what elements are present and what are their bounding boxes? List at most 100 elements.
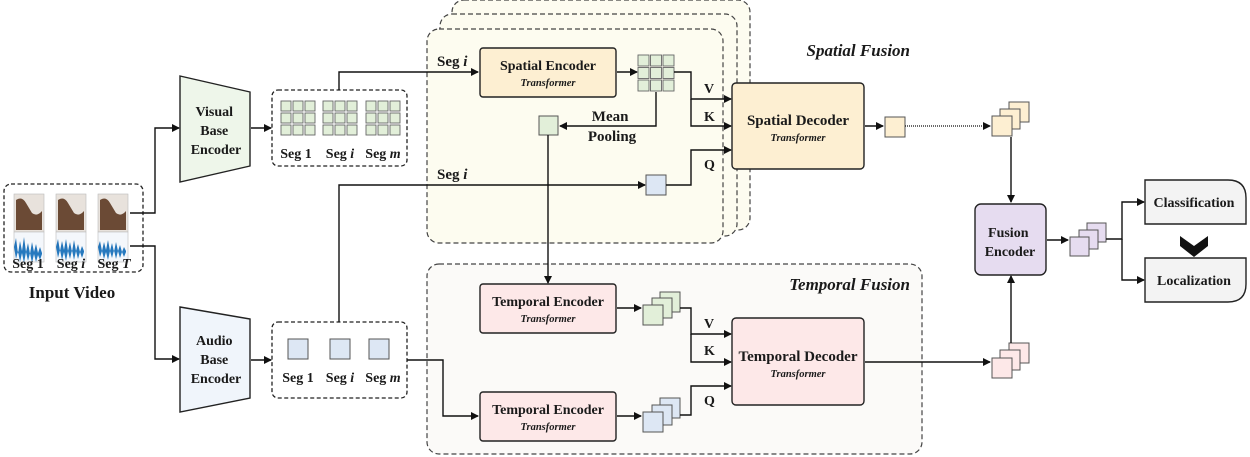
- visual-feature-grids: [280, 100, 401, 136]
- audio-base-encoder: [179, 306, 251, 413]
- patch-cell: [346, 124, 358, 136]
- audio-feature: [329, 338, 351, 360]
- input-seg-label: Seg T: [97, 257, 132, 272]
- input-video-title: Input Video: [29, 283, 115, 302]
- temporal-audio-feature-stack: [642, 397, 681, 433]
- spatial-output-feature: [884, 116, 906, 138]
- temporal-q-label: Q: [704, 394, 715, 409]
- patch-cell: [334, 124, 346, 136]
- temporal-encoder-audio-title: Temporal Encoder: [492, 403, 604, 418]
- patch-cell: [334, 112, 346, 124]
- video-thumbnail: [97, 193, 129, 263]
- patch-cell: [377, 112, 389, 124]
- patch-cell: [650, 54, 662, 67]
- video-thumbnail: [55, 193, 87, 263]
- audio-seg-label: Seg m: [365, 371, 401, 386]
- patch-cell: [292, 112, 304, 124]
- spatial-q-label: Q: [704, 158, 715, 173]
- patch-cell: [292, 100, 304, 112]
- audio-seg-label: Seg 1: [282, 371, 314, 386]
- spatial-output-stack: [991, 101, 1030, 137]
- audio-seg-label: Seg i: [326, 371, 355, 386]
- pooled-visual-feature: [538, 115, 559, 136]
- patch-cell: [662, 54, 675, 67]
- patch-cell: [304, 100, 316, 112]
- arrow-temporal-k: [690, 334, 732, 366]
- spatial-audio-seg-i-label: Seg i: [437, 167, 468, 183]
- patch-cell: [292, 124, 304, 136]
- temporal-encoder-audio-subtitle: Transformer: [520, 422, 576, 433]
- spatial-decoder-title: Spatial Decoder: [747, 113, 849, 129]
- visual-base-encoder-label: Visual Base Encoder: [191, 105, 242, 158]
- patch-cell: [377, 100, 389, 112]
- input-segment-thumbnails: [13, 193, 129, 263]
- spatial-decoder-box: [731, 82, 865, 170]
- spatial-seg-i-label: Seg i: [437, 54, 468, 70]
- temporal-visual-feature-stack: [642, 291, 681, 326]
- temporal-k-label: K: [704, 344, 715, 359]
- audio-feature: [368, 338, 390, 360]
- arrow-mean-pooling: [559, 92, 657, 130]
- audio-base-encoder-label: Audio Base Encoder: [191, 334, 242, 387]
- fusion-encoder-box: [974, 203, 1047, 276]
- patch-cell: [280, 124, 292, 136]
- arrow-to-localization: [1121, 239, 1145, 284]
- arrow-grid-to-decoder-v: [674, 71, 732, 103]
- audio-query-feature: [645, 174, 667, 196]
- patch-cell: [280, 112, 292, 124]
- mean-pooling-label: Mean Pooling: [588, 109, 637, 145]
- patch-cell: [280, 100, 292, 112]
- spatial-encoder-title: Spatial Encoder: [500, 59, 596, 74]
- audio-segments-frame: [271, 321, 408, 399]
- arrow-audio-to-audio-encoder: [130, 245, 180, 363]
- spatial-k-label: K: [704, 110, 715, 125]
- arrow-temporal-q: [680, 382, 732, 416]
- fusion-encoder-label: Fusion Encoder: [985, 226, 1036, 260]
- patch-cell: [322, 100, 334, 112]
- spatial-decoder-subtitle: Transformer: [770, 133, 826, 144]
- patch-cell: [389, 112, 401, 124]
- patch-cell: [365, 112, 377, 124]
- arrow-temporal-v: [680, 307, 732, 338]
- arrow-audio-seg-to-temporal-encoder: [407, 359, 479, 420]
- patch-cell: [304, 124, 316, 136]
- temporal-encoder-audio-box: [479, 391, 617, 442]
- patch-cell: [650, 67, 662, 79]
- audio-feature: [287, 338, 309, 360]
- patch-cell: [365, 100, 377, 112]
- temporal-encoder-visual-title: Temporal Encoder: [492, 295, 604, 310]
- arrow-visual-seg-to-spatial-encoder: [338, 68, 479, 90]
- temporal-decoder-subtitle: Transformer: [770, 369, 826, 380]
- visual-seg-label: Seg 1: [280, 147, 312, 162]
- patch-cell: [662, 79, 675, 92]
- patch-cell: [389, 100, 401, 112]
- arrow-video-to-visual-encoder: [130, 124, 180, 214]
- visual-seg-label: Seg m: [365, 147, 401, 162]
- temporal-v-label: V: [704, 317, 714, 332]
- patch-cell: [637, 54, 650, 67]
- patch-cell: [334, 100, 346, 112]
- patch-cell: [389, 124, 401, 136]
- patch-cell: [322, 112, 334, 124]
- temporal-output-stack: [991, 342, 1030, 379]
- classification-label: Classification: [1154, 196, 1235, 211]
- video-thumbnail: [13, 193, 45, 263]
- patch-cell: [637, 67, 650, 79]
- patch-cell: [346, 112, 358, 124]
- spatial-v-label: V: [704, 82, 714, 97]
- localization-head: [1144, 257, 1247, 303]
- chevron-down-icon: [1180, 236, 1208, 257]
- patch-cell: [377, 124, 389, 136]
- patch-cell: [650, 79, 662, 92]
- patch-cell: [637, 79, 650, 92]
- patch-cell: [322, 124, 334, 136]
- input-seg-label: Seg i: [57, 257, 86, 272]
- classification-head: [1144, 179, 1247, 225]
- spatial-encoder-subtitle: Transformer: [520, 78, 576, 89]
- input-seg-label: Seg 1: [12, 257, 44, 272]
- fusion-output-stack: [1069, 222, 1107, 257]
- spatial-encoder-box: [479, 47, 617, 98]
- arrow-audio-to-decoder-q: [666, 146, 732, 186]
- visual-base-encoder: [179, 75, 251, 183]
